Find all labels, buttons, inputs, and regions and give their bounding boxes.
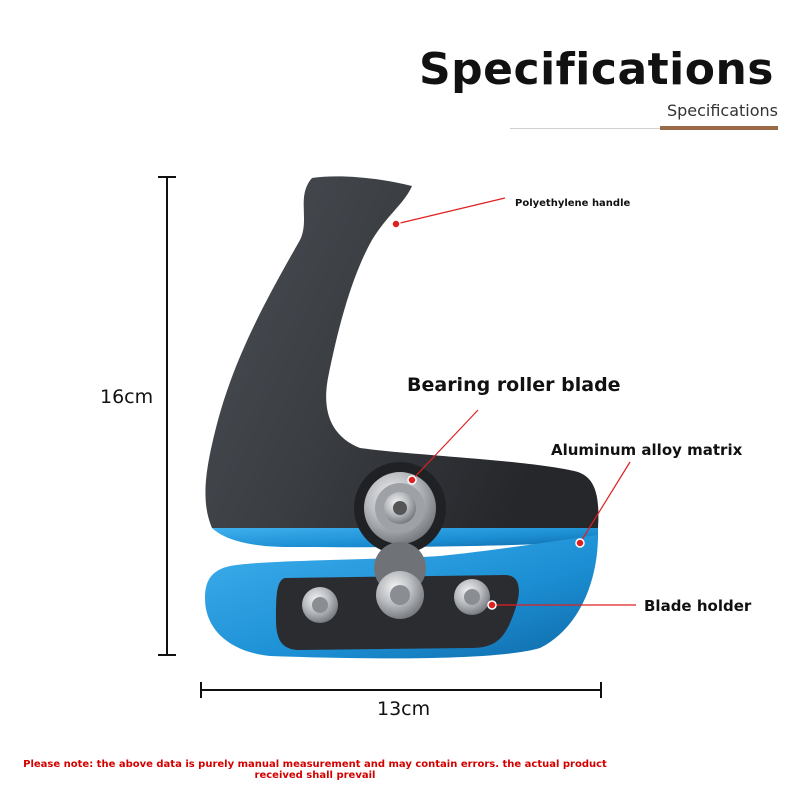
width-dimension-label: 13cm (377, 698, 431, 720)
bearing-roller-blade (354, 462, 446, 554)
title-divider (510, 128, 660, 129)
callout-lines (395, 197, 636, 606)
callout-markers (391, 219, 585, 610)
callout-handle-label: Polyethylene handle (515, 198, 631, 209)
disclaimer-note: Please note: the above data is purely ma… (23, 759, 607, 781)
page-subtitle: Specifications (666, 101, 778, 120)
callout-bearing-label: Bearing roller blade (407, 374, 621, 396)
height-dimension-label: 16cm (100, 386, 154, 408)
width-dimension-line (200, 682, 602, 698)
title-accent-bar (660, 126, 778, 130)
polyethylene-handle (205, 176, 599, 528)
callout-holder-label: Blade holder (644, 597, 752, 615)
callout-aluminum-label: Aluminum alloy matrix (551, 441, 743, 459)
page-title: Specifications (418, 44, 774, 95)
blade-holder-screws (302, 542, 490, 623)
height-dimension-line (158, 176, 176, 656)
